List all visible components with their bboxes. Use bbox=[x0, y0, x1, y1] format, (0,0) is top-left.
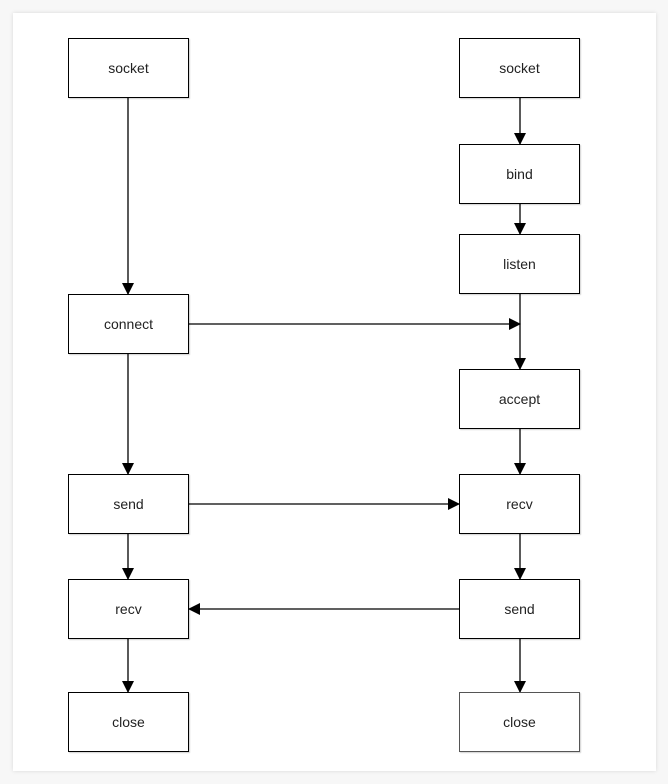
client-connect-node: connect bbox=[68, 294, 189, 354]
client-send-node: send bbox=[68, 474, 189, 534]
client-recv-node: recv bbox=[68, 579, 189, 639]
client-socket-node: socket bbox=[68, 38, 189, 98]
server-bind-node: bind bbox=[459, 144, 580, 204]
server-close-node: close bbox=[459, 692, 580, 752]
server-listen-node: listen bbox=[459, 234, 580, 294]
server-accept-node: accept bbox=[459, 369, 580, 429]
client-close-node: close bbox=[68, 692, 189, 752]
server-recv-node: recv bbox=[459, 474, 580, 534]
server-send-node: send bbox=[459, 579, 580, 639]
server-socket-node: socket bbox=[459, 38, 580, 98]
diagram-canvas: socket connect send recv close socket bi… bbox=[13, 13, 656, 771]
